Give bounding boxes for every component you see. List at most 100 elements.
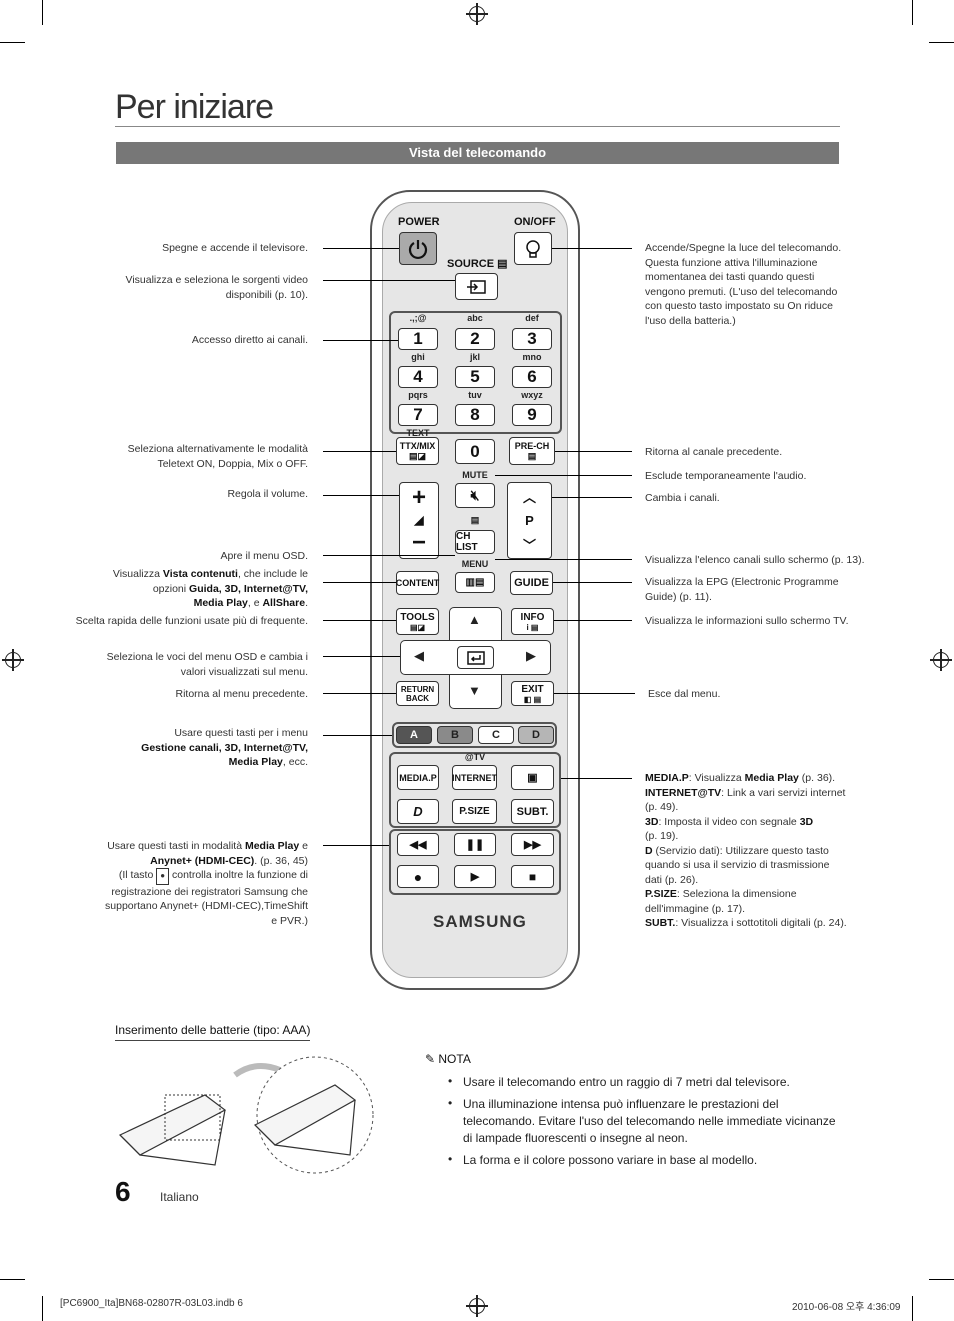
color-keys-group: [392, 722, 557, 748]
key-letters: jkl: [469, 352, 480, 362]
numeric-keypad: [389, 311, 562, 434]
registration-mark-icon: [466, 1295, 488, 1317]
crop-mark: [42, 0, 43, 25]
play-button[interactable]: ▶: [454, 865, 496, 888]
source-label: SOURCE ▤: [447, 258, 508, 270]
key-letters: mno: [522, 352, 542, 362]
key-letters: ghi: [411, 352, 425, 362]
ch-list-button[interactable]: CH LIST: [455, 530, 495, 554]
callout-line: [323, 582, 396, 583]
annotation-prech: Ritorna al canale precedente.: [645, 446, 783, 458]
key-letters: pqrs: [408, 390, 428, 400]
source-icon: [466, 279, 486, 294]
color-key-label: A: [410, 729, 418, 741]
key-7[interactable]: 7: [398, 404, 438, 426]
registration-mark-icon: [2, 649, 24, 671]
key-5[interactable]: 5: [455, 366, 495, 388]
annotation-menu: Apre il menu OSD.: [220, 550, 308, 562]
color-key-label: D: [532, 729, 540, 741]
page-number: 6: [115, 1176, 131, 1207]
rewind-button[interactable]: ◀◀: [397, 833, 439, 856]
key-0[interactable]: 0: [455, 439, 495, 464]
channel-label: P: [525, 512, 534, 528]
key-1[interactable]: 1: [398, 328, 438, 350]
down-arrow-button[interactable]: ▼: [468, 683, 481, 698]
color-key-c[interactable]: C: [478, 726, 514, 744]
crop-mark: [0, 1279, 25, 1280]
key-8[interactable]: 8: [455, 404, 495, 426]
callout-line: [555, 451, 632, 452]
enter-button[interactable]: [457, 646, 494, 669]
3d-glasses-icon: ▣: [527, 772, 538, 784]
channel-rocker[interactable]: ︿P﹀: [507, 482, 552, 559]
subt-button[interactable]: SUBT.: [511, 799, 554, 824]
crop-mark: [929, 1279, 954, 1280]
source-button[interactable]: [455, 273, 498, 300]
callout-line: [323, 248, 399, 249]
right-arrow-button[interactable]: ▶: [526, 648, 536, 663]
callout-line: [323, 735, 392, 736]
mute-button[interactable]: 🔇︎: [455, 483, 495, 508]
pre-ch-button[interactable]: PRE-CH▤: [509, 437, 555, 465]
key-3[interactable]: 3: [512, 328, 552, 350]
left-arrow-button[interactable]: ◀: [414, 648, 424, 663]
content-button[interactable]: CONTENT: [396, 571, 439, 595]
menu-label: MENU: [461, 559, 489, 569]
crop-mark: [0, 42, 25, 43]
onoff-button[interactable]: [514, 232, 552, 265]
color-key-label: B: [451, 729, 459, 741]
exit-button[interactable]: EXIT◧ ▤: [511, 681, 554, 706]
fast-forward-button[interactable]: ▶▶: [511, 833, 554, 856]
page-title: Per iniziare: [115, 88, 274, 126]
mute-label: MUTE: [462, 470, 488, 480]
annotation-media-keys: MEDIA.P: Visualizza Media Play (p. 36). …: [645, 772, 847, 929]
pause-button[interactable]: ❚❚: [454, 833, 496, 856]
callout-line: [323, 495, 399, 496]
guide-button[interactable]: GUIDE: [510, 571, 553, 595]
color-key-a[interactable]: A: [396, 726, 432, 744]
3d-button[interactable]: ▣: [511, 765, 554, 790]
ttx-mix-button[interactable]: TTX/MIX▤◪: [396, 437, 439, 465]
attv-label: @TV: [464, 752, 486, 762]
mute-icon: 🔇︎: [470, 487, 480, 503]
stop-button[interactable]: ■: [511, 865, 554, 888]
footer-file: [PC6900_Ita]BN68-02807R-03L03.indb 6: [60, 1298, 243, 1309]
info-label: INFO: [520, 611, 545, 623]
media-p-button[interactable]: MEDIA.P: [397, 765, 439, 790]
callout-line: [323, 451, 396, 452]
d-button[interactable]: D: [397, 799, 439, 824]
key-2[interactable]: 2: [455, 328, 495, 350]
ttx-mix-label: TTX/MIX: [399, 440, 436, 451]
crop-mark: [42, 1296, 43, 1321]
crop-mark: [929, 42, 954, 43]
tools-button[interactable]: TOOLS▤◪: [396, 608, 439, 635]
power-button[interactable]: [399, 232, 437, 265]
teletext-icon: ▤◪: [408, 450, 426, 461]
annotation-channels: Accesso diretto ai canali.: [191, 334, 308, 346]
annotation-tools: Scelta rapida delle funzioni usate più d…: [75, 615, 308, 627]
internet-button[interactable]: INTERNET: [452, 765, 497, 790]
annotation-navigation: Seleziona le voci del menu OSD e cambia …: [106, 651, 308, 678]
color-key-d[interactable]: D: [518, 726, 554, 744]
color-key-b[interactable]: B: [437, 726, 473, 744]
annotation-playback: Usare questi tasti in modalità Media Pla…: [105, 840, 308, 927]
pause-icon: ❚❚: [465, 839, 485, 851]
key-9[interactable]: 9: [512, 404, 552, 426]
prech-icon: ▤: [527, 450, 537, 461]
key-4[interactable]: 4: [398, 366, 438, 388]
menu-button[interactable]: ▥▤: [455, 572, 495, 593]
nota-item: Una illuminazione intensa può influenzar…: [448, 1095, 848, 1147]
record-button[interactable]: ●: [397, 865, 439, 888]
annotation-channel: Cambia i canali.: [645, 492, 720, 504]
p-size-button[interactable]: P.SIZE: [452, 799, 497, 824]
key-6[interactable]: 6: [512, 366, 552, 388]
volume-rocker[interactable]: +◢−: [399, 482, 439, 559]
play-icon: ▶: [470, 871, 480, 883]
key-letters: wxyz: [521, 390, 543, 400]
key-letters: abc: [467, 313, 483, 323]
up-arrow-button[interactable]: ▲: [468, 612, 481, 627]
